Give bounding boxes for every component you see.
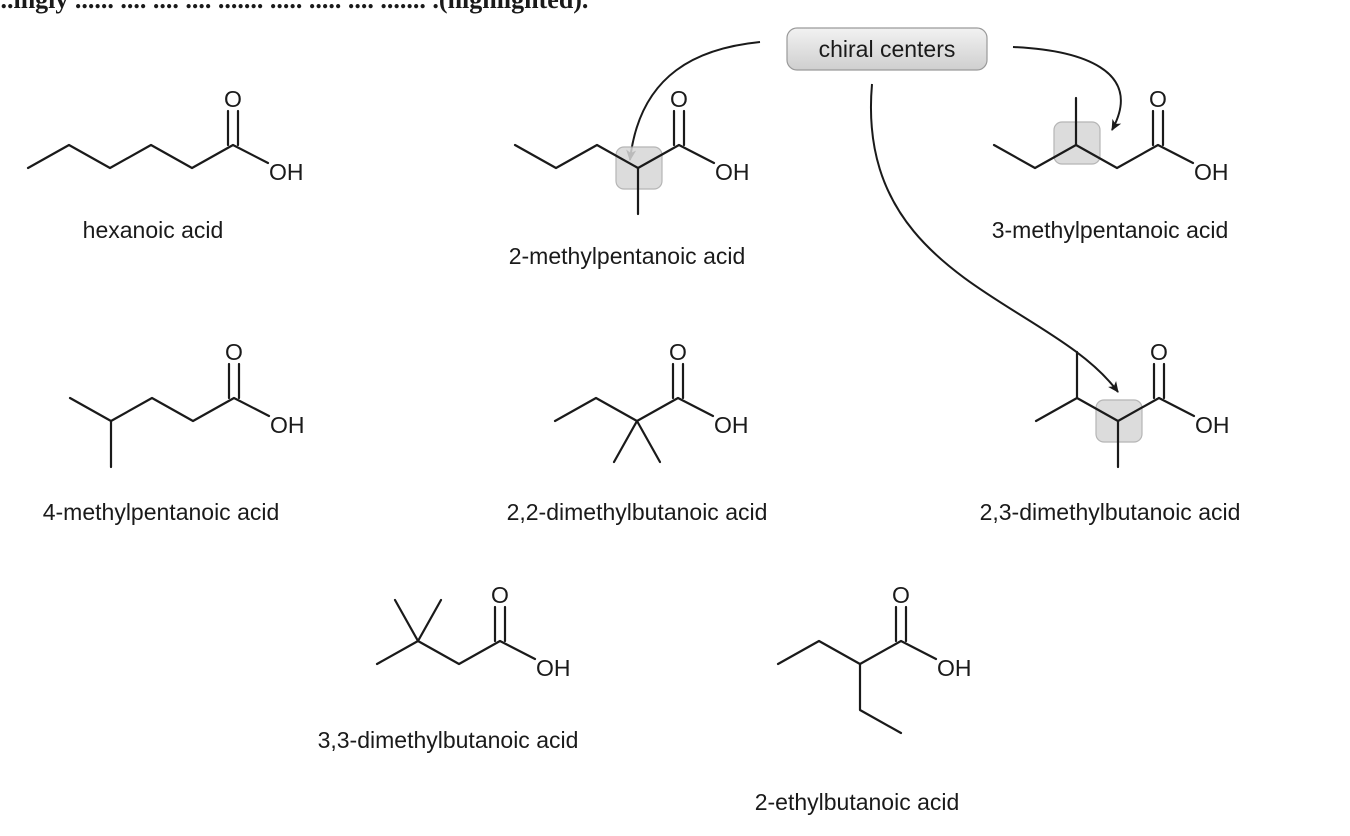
oxygen-label: O [1150, 339, 1168, 365]
molecule-name: 2-ethylbutanoic acid [755, 789, 960, 815]
oxygen-label: O [1149, 86, 1167, 112]
oxygen-label: O [892, 582, 910, 608]
molecule-name: 3-methylpentanoic acid [992, 217, 1229, 243]
hydroxyl-label: OH [714, 412, 749, 438]
hydroxyl-label: OH [269, 159, 304, 185]
callout-box [786, 27, 988, 71]
molecule-name: 2-methylpentanoic acid [509, 243, 746, 269]
arrow-to-3-methylpentanoic [1012, 46, 1122, 131]
callout-label: chiral centers [819, 36, 956, 62]
oxygen-label: O [225, 339, 243, 365]
molecule-2,2-dimethylbutanoic-acid: O OH 2,2-dimethylbutanoic acid [507, 339, 768, 525]
skeletal-bonds [26, 143, 270, 170]
molecule-2-ethylbutanoic-acid: O OH 2-ethylbutanoic acid [755, 582, 972, 815]
skeletal-bonds [553, 396, 715, 423]
molecule-name: 3,3-dimethylbutanoic acid [318, 727, 579, 753]
skeletal-bonds [513, 143, 716, 170]
methyl-branch [393, 598, 420, 643]
skeletal-bonds [375, 639, 537, 666]
skeletal-bonds [776, 639, 938, 666]
molecule-2,3-dimethylbutanoic-acid: O OH 2,3-dimethylbutanoic acid [980, 339, 1241, 525]
molecule-4-methylpentanoic-acid: O OH 4-methylpentanoic acid [43, 339, 305, 525]
skeletal-bonds [992, 143, 1195, 170]
oxygen-label: O [491, 582, 509, 608]
molecule-name: 2,3-dimethylbutanoic acid [980, 499, 1241, 525]
hydroxyl-label: OH [937, 655, 972, 681]
molecule-name: 2,2-dimethylbutanoic acid [507, 499, 768, 525]
methyl-branch [612, 419, 639, 464]
molecule-3,3-dimethylbutanoic-acid: O OH 3,3-dimethylbutanoic acid [318, 582, 579, 753]
oxygen-label: O [669, 339, 687, 365]
molecule-name: hexanoic acid [83, 217, 224, 243]
oxygen-label: O [670, 86, 688, 112]
hydroxyl-label: OH [1195, 412, 1230, 438]
skeletal-bonds [68, 396, 271, 423]
ethyl-branch [858, 662, 903, 735]
chiral-centers-callout: chiral centers [786, 27, 988, 71]
header-partial-text: ...ingly ...... .... .... .... ....... .… [0, 0, 588, 14]
hydroxyl-label: OH [1194, 159, 1229, 185]
molecule-name: 4-methylpentanoic acid [43, 499, 280, 525]
molecule-hexanoic-acid: O OH hexanoic acid [26, 86, 304, 243]
hydroxyl-label: OH [715, 159, 750, 185]
arrow-to-2,3-dimethylbutanoic [869, 83, 1119, 393]
methyl-branch [416, 598, 443, 643]
oxygen-label: O [224, 86, 242, 112]
molecule-2-methylpentanoic-acid: O OH 2-methylpentanoic acid [509, 86, 750, 269]
molecule-3-methylpentanoic-acid: O OH 3-methylpentanoic acid [992, 86, 1229, 243]
methyl-branch [635, 419, 662, 464]
arrow-to-2-methylpentanoic [626, 41, 761, 161]
hydroxyl-label: OH [270, 412, 305, 438]
hydroxyl-label: OH [536, 655, 571, 681]
